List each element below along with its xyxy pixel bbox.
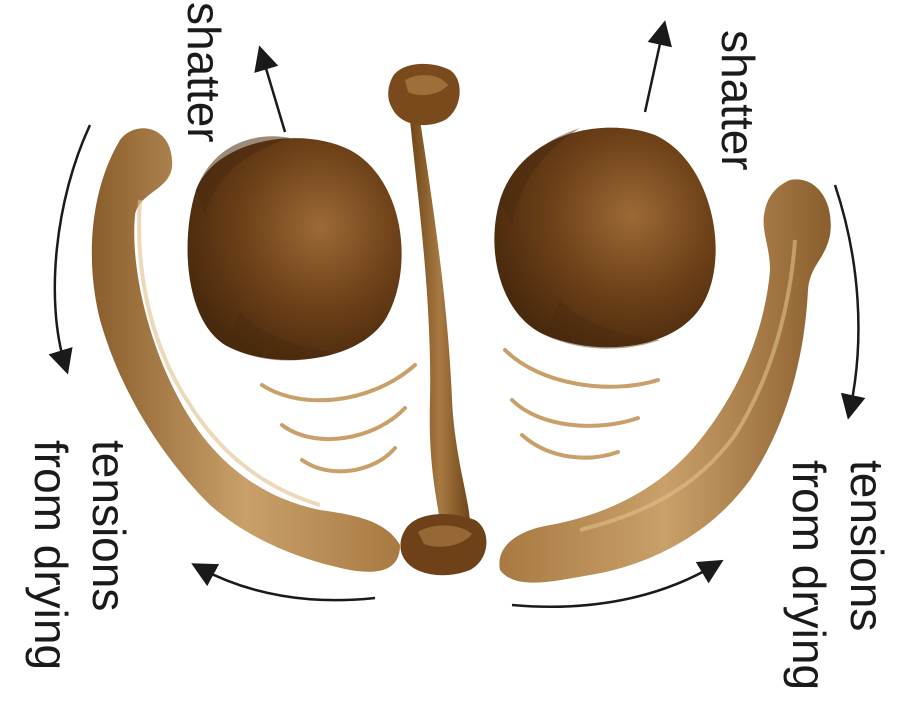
tension-arrow-right-outer <box>835 185 858 410</box>
tension-arrow-left-outer <box>55 125 90 365</box>
label-tensions-left-line2: from drying <box>25 440 77 670</box>
label-tensions-right-line2: from drying <box>783 460 835 690</box>
tension-arrow-left-bottom <box>200 568 375 600</box>
label-tensions-right-line1: tensions <box>841 460 893 631</box>
tension-lines-right <box>505 350 658 458</box>
shatter-arrow-left <box>262 55 285 132</box>
label-shatter-right: shatter <box>712 30 764 171</box>
label-shatter-left: shatter <box>178 2 230 143</box>
label-tensions-left-line1: tensions <box>83 440 135 611</box>
shatter-arrow-right <box>645 30 663 112</box>
seed-left <box>188 136 402 360</box>
tension-lines-left <box>262 365 415 471</box>
seed-right <box>494 128 715 349</box>
pod-septum <box>388 64 486 575</box>
